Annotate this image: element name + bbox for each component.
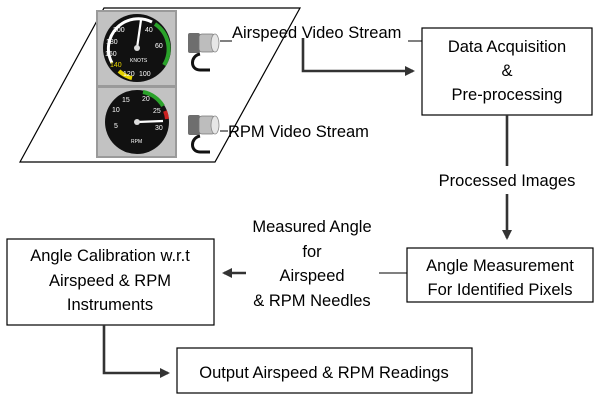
node-angle-calibration-line3: Instruments (67, 296, 153, 314)
stream-merge-arrow (301, 38, 415, 76)
node-angle-measurement: Angle Measurement For Identified Pixels (406, 247, 594, 303)
node-data-acquisition-line3: Pre-processing (452, 86, 563, 104)
video-camera-icon (188, 115, 220, 154)
rpm-tick-25: 25 (153, 108, 161, 115)
processed-images-label: Processed Images (439, 172, 576, 190)
node-data-acquisition-line1: Data Acquisition (448, 38, 566, 56)
measured-angle-label-line2: for (302, 243, 322, 261)
node-data-acquisition-line2: & (501, 62, 512, 80)
rpm-tick-10: 10 (112, 107, 120, 114)
airspeed-tick-140: 140 (110, 62, 122, 69)
airspeed-tick-100: 100 (139, 71, 151, 78)
calibration-output-arrow (102, 325, 170, 378)
airspeed-tick-40: 40 (145, 27, 153, 34)
rpm-unit-label: RPM (131, 139, 142, 145)
node-angle-calibration-line1: Angle Calibration w.r.t (30, 247, 190, 265)
rpm-gauge-icon: 5 10 15 20 25 30 RPM (96, 86, 177, 158)
measured-angle-label-line3: Airspeed (279, 267, 344, 285)
rpm-tick-20: 20 (142, 96, 150, 103)
rpm-tick-5: 5 (114, 123, 118, 130)
node-angle-measurement-line2: For Identified Pixels (428, 281, 573, 299)
airspeed-tick-160: 160 (105, 51, 117, 58)
node-angle-measurement-line1: Angle Measurement (426, 257, 574, 275)
node-angle-calibration-line2: Airspeed & RPM (49, 272, 171, 290)
node-output-label: Output Airspeed & RPM Readings (199, 364, 448, 382)
node-output: Output Airspeed & RPM Readings (176, 347, 473, 394)
airspeed-unit-label: KNOTS (130, 58, 148, 64)
rpm-tick-30: 30 (155, 125, 163, 132)
measured-angle-label-line4: & RPM Needles (253, 292, 370, 310)
airspeed-tick-200: 200 (113, 27, 125, 34)
video-camera-icon (188, 33, 220, 72)
rpm-stream-label: RPM Video Stream (228, 123, 369, 141)
airspeed-tick-120: 120 (123, 71, 135, 78)
airspeed-stream-label: Airspeed Video Stream (232, 24, 401, 42)
measured-angle-label-line1: Measured Angle (252, 218, 371, 236)
airspeed-tick-60: 60 (155, 43, 163, 50)
node-data-acquisition: Data Acquisition & Pre-processing (421, 27, 593, 116)
airspeed-tick-180: 180 (106, 39, 118, 46)
rpm-tick-15: 15 (122, 97, 130, 104)
node-angle-calibration: Angle Calibration w.r.t Airspeed & RPM I… (6, 238, 215, 326)
airspeed-gauge-icon: 200 180 160 140 120 100 40 60 KNOTS (96, 10, 177, 87)
